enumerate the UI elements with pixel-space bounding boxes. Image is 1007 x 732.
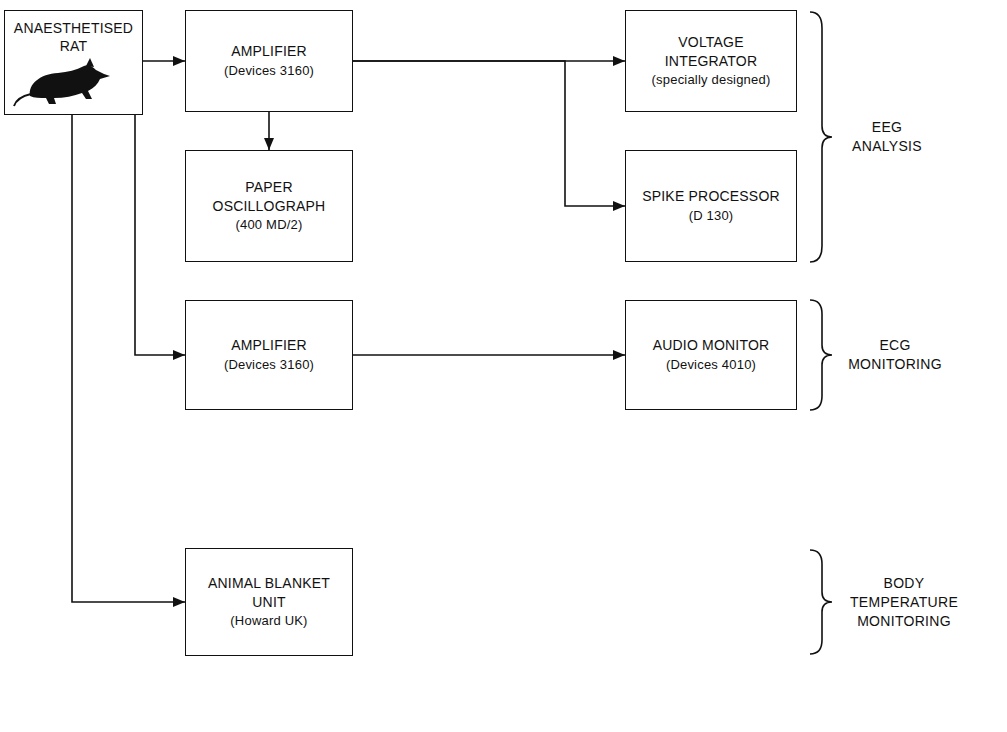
rat-body: [30, 65, 110, 104]
subject-box: ANAESTHETISED RAT: [4, 10, 143, 115]
curly-bracket: [810, 300, 832, 410]
rat-tail: [14, 94, 31, 106]
equipment-box: AMPLIFIER (Devices 3160): [185, 10, 353, 112]
equipment-box: ANIMAL BLANKET UNIT (Howard UK): [185, 548, 353, 656]
box-title: VOLTAGE INTEGRATOR: [634, 33, 788, 69]
group-label: ECG MONITORING: [836, 336, 954, 374]
box-title: PAPER OSCILLOGRAPH: [194, 178, 344, 214]
group-label: EEG ANALYSIS: [842, 118, 932, 156]
signal-connector: [353, 354, 625, 356]
box-title: ANAESTHETISED RAT: [13, 19, 134, 55]
box-title: SPIKE PROCESSOR: [642, 187, 780, 205]
bracket-group: [810, 12, 832, 654]
box-title: AMPLIFIER: [231, 336, 307, 354]
group-label: BODY TEMPERATURE MONITORING: [840, 574, 968, 631]
signal-connector: [143, 60, 185, 62]
box-subtitle: (400 MD/2): [235, 217, 302, 234]
signal-connector: [268, 112, 270, 150]
box-title: AMPLIFIER: [231, 42, 307, 60]
rat-ear: [86, 58, 94, 67]
box-subtitle: (Devices 3160): [224, 357, 314, 374]
equipment-box: AMPLIFIER (Devices 3160): [185, 300, 353, 410]
curly-bracket: [810, 550, 832, 654]
equipment-box: SPIKE PROCESSOR (D 130): [625, 150, 797, 262]
equipment-box: VOLTAGE INTEGRATOR (specially designed): [625, 10, 797, 112]
box-subtitle: (D 130): [689, 208, 734, 225]
signal-connector: [135, 115, 185, 355]
box-subtitle: (Devices 3160): [224, 63, 314, 80]
box-title: AUDIO MONITOR: [653, 336, 770, 354]
box-subtitle: (Devices 4010): [666, 357, 756, 374]
box-title: ANIMAL BLANKET UNIT: [194, 574, 344, 610]
curly-bracket: [810, 12, 832, 262]
rat-illustration: [14, 58, 110, 106]
signal-connector: [72, 115, 185, 602]
equipment-box: AUDIO MONITOR (Devices 4010): [625, 300, 797, 410]
box-subtitle: (specially designed): [652, 72, 771, 89]
signal-connector: [353, 61, 625, 206]
equipment-box: PAPER OSCILLOGRAPH (400 MD/2): [185, 150, 353, 262]
box-subtitle: (Howard UK): [230, 613, 307, 630]
